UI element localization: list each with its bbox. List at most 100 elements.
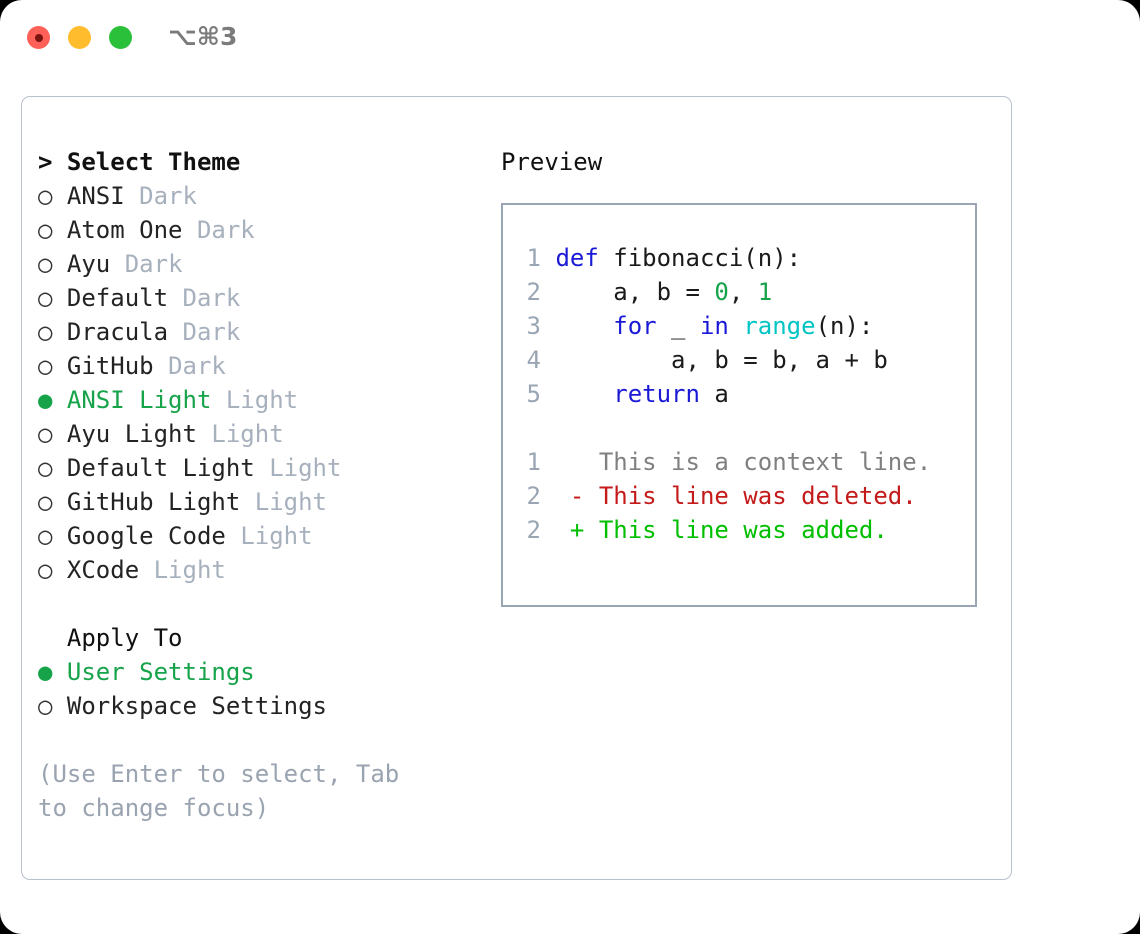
code-line-number: 5 [526, 380, 541, 408]
title-bar: ⌥⌘3 [0, 0, 1140, 78]
theme-variant-tag: Light [225, 386, 299, 414]
select-theme-header: > Select Theme [38, 148, 241, 176]
code-token: 1 [757, 278, 773, 306]
theme-option-github-light[interactable]: ○ GitHub Light Light [38, 485, 478, 519]
theme-variant-tag: Dark [139, 182, 197, 210]
preview-header: Preview [501, 148, 603, 176]
radio-unselected-icon: ○ [38, 182, 53, 210]
theme-variant-tag: Dark [182, 318, 241, 346]
theme-option-label: GitHub [66, 352, 154, 380]
apply-to-option-label: Workspace Settings [66, 692, 327, 720]
theme-variant-tag: Dark [196, 216, 255, 244]
theme-option-label: Default Light [66, 454, 255, 482]
theme-selector-panel: > Select Theme ○ ANSI Dark○ Atom One Dar… [21, 96, 1012, 880]
radio-unselected-icon: ○ [38, 454, 53, 482]
theme-option-xcode[interactable]: ○ XCode Light [38, 553, 478, 587]
diff-text: This line was added. [598, 516, 888, 544]
theme-options-list: ○ ANSI Dark○ Atom One Dark○ Ayu Dark○ De… [38, 179, 478, 587]
theme-variant-tag: Light [153, 556, 226, 584]
theme-variant-tag: Light [211, 420, 284, 448]
radio-unselected-icon: ○ [38, 284, 53, 312]
code-token: for [613, 312, 657, 340]
code-line: 1 def fibonacci(n): [503, 241, 975, 275]
code-token: in [699, 312, 729, 340]
theme-option-github[interactable]: ○ GitHub Dark [38, 349, 478, 383]
code-token: def [555, 244, 599, 272]
code-token [555, 312, 613, 340]
list-spacer [38, 587, 478, 621]
theme-variant-tag: Light [240, 522, 313, 550]
code-line-number: 2 [526, 278, 541, 306]
theme-option-ansi[interactable]: ○ ANSI Dark [38, 179, 478, 213]
apply-to-header: Apply To [66, 624, 183, 652]
minimize-button[interactable] [68, 26, 91, 49]
radio-unselected-icon: ○ [38, 420, 53, 448]
radio-unselected-icon: ○ [38, 352, 53, 380]
code-token: a, b = b, a + b [555, 346, 888, 374]
code-line-number: 4 [526, 346, 541, 374]
theme-variant-tag: Light [269, 454, 342, 482]
diff-text: This line was deleted. [598, 482, 917, 510]
diff-sample: 1 This is a context line.2 - This line w… [503, 445, 975, 547]
diff-line-number: 2 [526, 516, 541, 544]
code-token [555, 380, 613, 408]
diff-line-ctx: 1 This is a context line. [503, 445, 975, 479]
theme-option-ansi-light[interactable]: ● ANSI Light Light [38, 383, 478, 417]
code-line: 5 return a [503, 377, 975, 411]
theme-option-dracula[interactable]: ○ Dracula Dark [38, 315, 478, 349]
code-line-number: 1 [526, 244, 541, 272]
theme-variant-tag: Dark [182, 284, 241, 312]
keyboard-hint-text: (Use Enter to select, Tab to change focu… [38, 760, 414, 822]
radio-unselected-icon: ○ [38, 556, 53, 584]
theme-option-google-code[interactable]: ○ Google Code Light [38, 519, 478, 553]
code-token: 0 [714, 278, 729, 306]
code-token: fibonacci(n): [598, 244, 802, 272]
hint-spacer [38, 723, 478, 757]
theme-option-label: Ayu [66, 250, 111, 278]
theme-option-label: Dracula [66, 318, 169, 346]
theme-option-label: ANSI Light [66, 386, 212, 414]
theme-variant-tag: Light [254, 488, 327, 516]
diff-marker: + [569, 516, 599, 544]
diff-text: This is a context line. [598, 448, 932, 476]
diff-line-number: 1 [526, 448, 541, 476]
traffic-lights [27, 26, 132, 49]
apply-to-options-list: ● User Settings○ Workspace Settings [38, 655, 478, 723]
apply-to-option-user-settings[interactable]: ● User Settings [38, 655, 478, 689]
radio-unselected-icon: ○ [38, 216, 53, 244]
theme-option-label: Atom One [66, 216, 183, 244]
diff-marker: - [569, 482, 599, 510]
radio-unselected-icon: ○ [38, 250, 53, 278]
close-button[interactable] [27, 26, 50, 49]
code-diff-spacer [503, 411, 975, 445]
code-line: 4 a, b = b, a + b [503, 343, 975, 377]
theme-option-label: XCode [66, 556, 140, 584]
theme-option-label: Ayu Light [66, 420, 197, 448]
theme-option-label: ANSI [66, 182, 125, 210]
code-token: _ [656, 312, 700, 340]
radio-selected-icon: ● [38, 658, 53, 686]
theme-option-atom-one[interactable]: ○ Atom One Dark [38, 213, 478, 247]
radio-unselected-icon: ○ [38, 488, 53, 516]
theme-option-label: Default [66, 284, 169, 312]
preview-column: Preview 1 def fibonacci(n):2 a, b = 0, 1… [501, 145, 991, 607]
theme-option-ayu[interactable]: ○ Ayu Dark [38, 247, 478, 281]
radio-unselected-icon: ○ [38, 318, 53, 346]
diff-line-del: 2 - This line was deleted. [503, 479, 975, 513]
code-token: range [743, 312, 816, 340]
theme-list-column: > Select Theme ○ ANSI Dark○ Atom One Dar… [38, 145, 478, 825]
theme-option-default-light[interactable]: ○ Default Light Light [38, 451, 478, 485]
code-token: (n): [815, 312, 874, 340]
code-token: , [728, 278, 758, 306]
code-line: 2 a, b = 0, 1 [503, 275, 975, 309]
code-token [729, 312, 743, 340]
code-token: a, b = [555, 278, 715, 306]
theme-option-default[interactable]: ○ Default Dark [38, 281, 478, 315]
apply-to-option-workspace-settings[interactable]: ○ Workspace Settings [38, 689, 478, 723]
theme-option-ayu-light[interactable]: ○ Ayu Light Light [38, 417, 478, 451]
maximize-button[interactable] [109, 26, 132, 49]
code-line-number: 3 [526, 312, 541, 340]
